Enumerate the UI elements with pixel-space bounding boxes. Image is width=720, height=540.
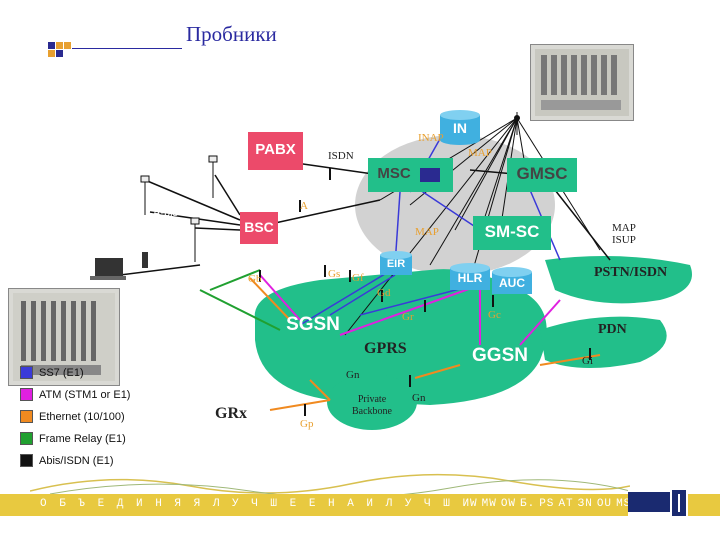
ggsn-label: GGSN: [472, 345, 528, 366]
pabx-node: [248, 132, 303, 170]
gn-label-1: Gn: [346, 369, 360, 381]
stnus-logo-icon: [628, 490, 686, 516]
title-underline: [72, 48, 182, 49]
map-label-top: MAP: [468, 147, 492, 159]
bsc-label: BSC: [244, 219, 274, 235]
gmsc-node-box: [507, 158, 577, 192]
legend-label: Ethernet (10/100): [39, 410, 125, 423]
legend-label: Abis/ISDN (E1): [39, 454, 114, 467]
pabx-label: PABX: [255, 141, 296, 158]
decorative-swirl: [30, 473, 630, 496]
gs-label: Gs: [328, 268, 341, 280]
private-backbone-label: Private Backbone: [352, 394, 392, 417]
bsc-node-box: [240, 212, 278, 244]
pstn-isdn-label: PSTN/ISDN: [594, 265, 668, 280]
legend-label: SS7 (E1): [39, 366, 84, 379]
hlr-node-box: [450, 268, 490, 290]
equipment-photo-bottom: [8, 288, 120, 386]
logo-squares-icon: [48, 42, 71, 57]
private-backbone-area: [327, 374, 417, 430]
phone-icon: [142, 252, 148, 268]
legend-swatch: [20, 432, 33, 445]
hlr-label: HLR: [457, 271, 483, 285]
gd-label: Gd: [377, 287, 391, 299]
inap-label: INAP: [418, 132, 444, 144]
gp-label: Gp: [300, 418, 314, 430]
company-logo: [628, 488, 688, 524]
legend-item-frame-relay: Frame Relay (E1): [20, 432, 130, 445]
legend-label: Frame Relay (E1): [39, 432, 126, 445]
um-label: Um: [150, 243, 168, 255]
footer-bar: О Б Ъ Е Д И Н Я Я Л У Ч Ш Е Е Н А И Л У …: [0, 494, 720, 516]
eir-label: EIR: [386, 258, 406, 270]
a-interface-label: A: [300, 200, 308, 212]
gi-label: Gi: [582, 355, 593, 367]
gmsc-label: GMSC: [516, 164, 568, 183]
legend-swatch: [20, 410, 33, 423]
legend-swatch: [20, 366, 33, 379]
legend-swatch: [20, 388, 33, 401]
legend-item-ethernet: Ethernet (10/100): [20, 410, 130, 423]
gr-label: Gr: [402, 311, 414, 323]
gprs-area: [254, 269, 547, 405]
antenna-icons: [140, 112, 518, 262]
map-label-mid: MAP: [415, 226, 439, 238]
gb-label: Gb: [248, 273, 262, 285]
pdn-label: PDN: [598, 322, 627, 337]
grx-label: GRx: [215, 405, 247, 422]
sgsn-label: SGSN: [286, 314, 340, 335]
map-isup-label: MAP ISUP: [612, 222, 636, 246]
eir-node-box: [380, 255, 412, 275]
gc-label: Gc: [488, 309, 501, 321]
abis-label: A-bis: [153, 207, 179, 219]
in-label: IN: [453, 120, 467, 136]
isdn-label: ISDN: [328, 150, 354, 162]
laptop-icon: [95, 258, 123, 276]
pdn-area: [540, 316, 667, 369]
smsc-label: SM-SC: [484, 222, 540, 241]
auc-node-box: [492, 272, 532, 294]
footer-slogan: О Б Ъ Е Д И Н Я Я Л У Ч Ш Е Е Н А И Л У …: [40, 498, 626, 510]
gn-label-2: Gn: [412, 392, 426, 404]
legend-item-ss7: SS7 (E1): [20, 366, 130, 379]
legend-label: ATM (STM1 or E1): [39, 388, 131, 401]
gf-label: Gf: [352, 272, 364, 284]
page-title: Пробники: [186, 22, 277, 46]
equipment-photo-top: [530, 44, 634, 121]
pstn-isdn-area: [545, 256, 692, 304]
legend-item-atm: ATM (STM1 or E1): [20, 388, 130, 401]
auc-label: AUC: [499, 276, 525, 290]
legend-swatch: [20, 454, 33, 467]
msc-label: MSC: [377, 165, 411, 182]
legend: SS7 (E1) ATM (STM1 or E1) Ethernet (10/1…: [20, 366, 130, 467]
gprs-label: GPRS: [364, 340, 407, 357]
legend-item-abis: Abis/ISDN (E1): [20, 454, 130, 467]
smsc-node-box: [473, 216, 551, 250]
